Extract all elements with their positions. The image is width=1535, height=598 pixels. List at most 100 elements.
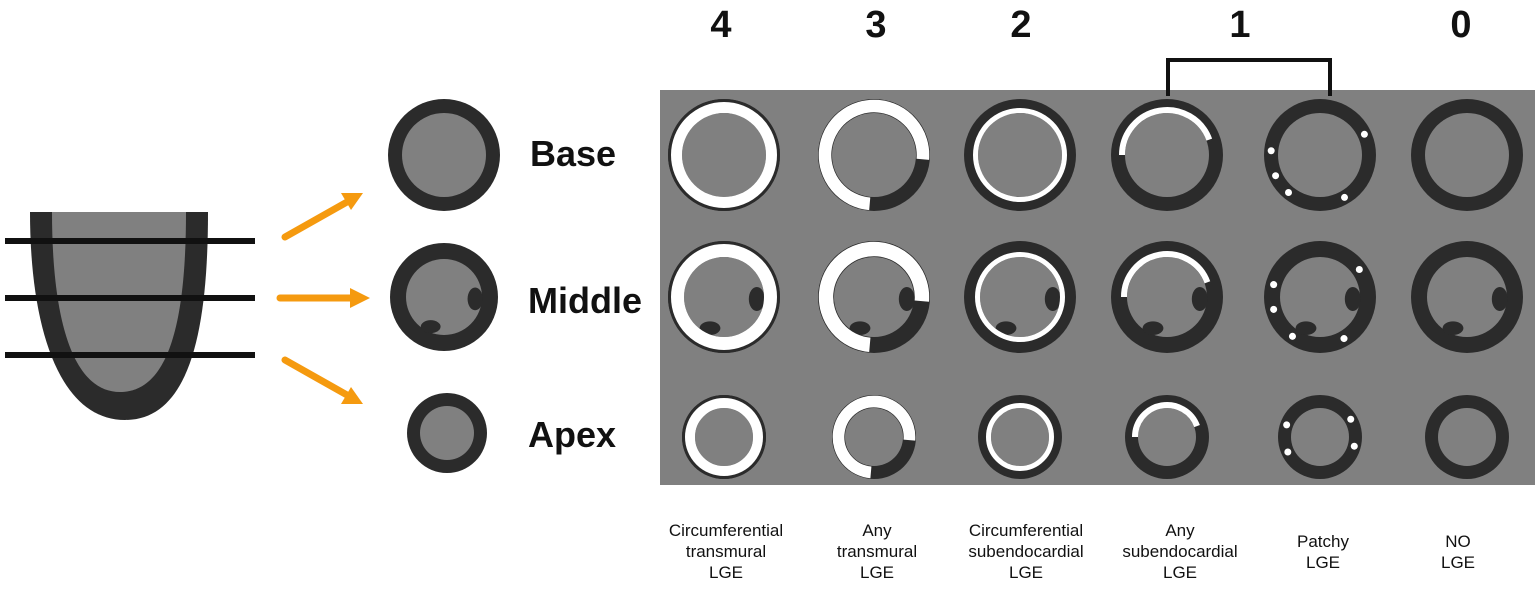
lge-patch-dot <box>1347 415 1355 423</box>
ring-apex-any-trans <box>832 395 916 479</box>
lge-patch-dot <box>1340 335 1348 343</box>
score-3: 3 <box>865 4 887 46</box>
slice-line-base <box>5 238 255 244</box>
reference-slices <box>388 99 500 473</box>
papillary-muscle <box>748 287 765 311</box>
lge-circumferential-subendocardial <box>986 403 1054 471</box>
ring-outline <box>668 99 780 211</box>
arrow-to-apex-icon <box>281 356 363 404</box>
reference-ring-apex <box>407 393 487 473</box>
papillary-muscle <box>420 320 441 334</box>
slice-line-apex <box>5 352 255 358</box>
ring-base-patchy <box>1264 99 1376 211</box>
lge-patch-dot <box>1270 305 1278 313</box>
reference-ring-middle <box>390 243 498 351</box>
arrow-to-base-icon <box>281 193 363 241</box>
ring-middle-patchy <box>1264 241 1376 353</box>
papillary-muscle <box>1191 287 1208 311</box>
caption-circumferential-subendocardial: Circumferential subendocardial LGE <box>968 521 1084 582</box>
lge-any-transmural <box>832 395 916 479</box>
lge-patch-dot <box>1285 189 1293 197</box>
lge-patch-dot <box>1270 281 1278 289</box>
ring-base-circ-sub <box>964 99 1076 211</box>
ring-middle-any-trans <box>818 241 930 353</box>
lge-circumferential-subendocardial <box>973 108 1067 202</box>
lge-circumferential-transmural <box>669 242 779 352</box>
ring-apex-none <box>1425 395 1509 479</box>
papillary-muscle <box>898 287 915 311</box>
ventricle-cavity <box>1138 408 1196 466</box>
ring-base-any-trans <box>818 99 930 211</box>
ventricle-cavity <box>980 257 1060 337</box>
ventricle-cavity <box>845 408 903 466</box>
score-0: 0 <box>1450 4 1472 46</box>
lge-circumferential-transmural <box>669 100 779 210</box>
level-middle: Middle <box>528 280 642 321</box>
score-1: 1 <box>1229 4 1251 46</box>
caption-circumferential-transmural: Circumferential transmural LGE <box>668 521 784 582</box>
ring-apex-circ-sub <box>978 395 1062 479</box>
ventricle-cavity <box>684 257 764 337</box>
ventricle-long-axis <box>5 212 255 420</box>
arrow-to-middle-icon <box>276 288 370 308</box>
caption-patchy: Patchy LGE <box>1297 532 1349 572</box>
score-4: 4 <box>710 4 732 46</box>
papillary-muscle <box>699 321 721 336</box>
lge-circumferential-transmural <box>683 396 765 478</box>
lge-patch-dot <box>1283 421 1291 429</box>
score-2: 2 <box>1010 4 1032 46</box>
papillary-muscle <box>1442 321 1464 336</box>
level-apex: Apex <box>528 414 617 455</box>
ring-middle-circ-sub <box>964 241 1076 353</box>
ring-base-none <box>1411 99 1523 211</box>
ventricle-cavity <box>1278 113 1362 197</box>
papillary-muscle <box>467 287 483 311</box>
ring-middle-circ-trans <box>668 241 780 353</box>
ring-outline <box>668 241 780 353</box>
ring-middle-any-sub <box>1111 241 1223 353</box>
ring-base-any-sub <box>1111 99 1223 211</box>
ventricle-cavity <box>1427 257 1507 337</box>
ventricle-cavity <box>406 259 482 335</box>
ventricle-cavity <box>1291 408 1349 466</box>
lge-patch-dot <box>1341 193 1348 201</box>
ring-apex-any-sub <box>1125 395 1209 479</box>
lge-any-subendocardial <box>1121 251 1211 298</box>
papillary-muscle <box>995 321 1017 336</box>
lge-any-transmural <box>818 99 930 211</box>
ring-base-circ-trans <box>668 99 780 211</box>
ventricle-cavity <box>832 113 916 197</box>
ventricle-cavity <box>52 212 186 392</box>
lge-circumferential-subendocardial <box>975 252 1065 342</box>
ventricle-cavity <box>991 408 1049 466</box>
ventricle-cavity <box>1125 113 1209 197</box>
lge-patch-dot <box>1350 442 1358 450</box>
slice-line-middle <box>5 295 255 301</box>
ventricle-cavity <box>1127 257 1207 337</box>
ventricle-cavity <box>1280 257 1360 337</box>
lge-patch-dot <box>1360 130 1368 138</box>
level-base: Base <box>530 133 617 174</box>
lge-patch-dot <box>1267 147 1275 155</box>
ring-apex-patchy <box>1278 395 1362 479</box>
papillary-muscle <box>849 321 871 336</box>
ventricle-cavity <box>834 257 914 337</box>
ventricle-cavity <box>1438 408 1496 466</box>
lge-patch-dot <box>1355 265 1363 273</box>
ventricle-cavity <box>1425 113 1509 197</box>
arrows <box>276 193 370 404</box>
lge-any-transmural <box>818 241 930 352</box>
ventricle-cavity <box>682 113 766 197</box>
papillary-muscle <box>1142 321 1164 336</box>
lge-ring-grid <box>668 99 1523 479</box>
ring-outline <box>682 395 766 479</box>
ventricle-cavity <box>420 406 474 460</box>
lge-any-subendocardial <box>1132 402 1200 438</box>
papillary-muscle <box>1344 287 1361 311</box>
lge-patch-dot <box>1272 172 1280 180</box>
caption-any-subendocardial: Any subendocardial LGE <box>1122 521 1238 582</box>
ring-middle-none <box>1411 241 1523 353</box>
ventricle-cavity <box>402 113 486 197</box>
ring-apex-circ-trans <box>682 395 766 479</box>
